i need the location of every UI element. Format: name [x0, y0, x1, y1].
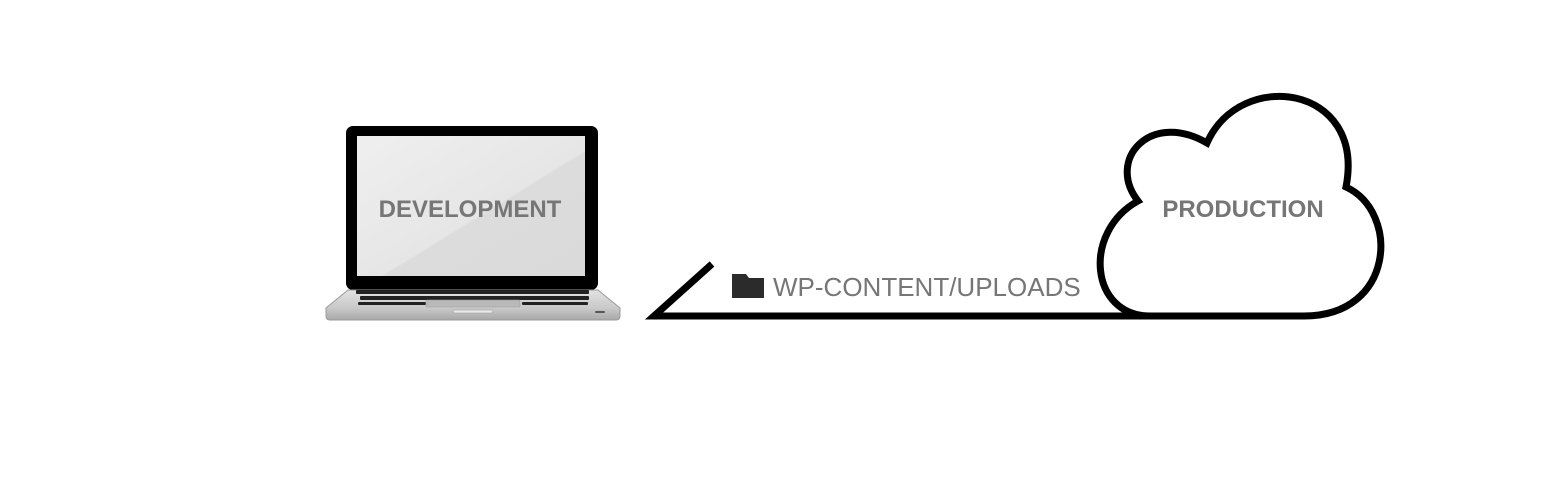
cloud-icon — [1096, 93, 1385, 320]
laptop-screen — [357, 136, 585, 276]
laptop-trackpad — [425, 299, 521, 308]
connector-line — [644, 261, 1150, 320]
laptop-keyboard — [356, 290, 589, 305]
connector-label: WP-CONTENT/UPLOADS — [773, 272, 1081, 302]
laptop-notch — [452, 309, 494, 314]
production-label: PRODUCTION — [1162, 196, 1323, 223]
development-label: DEVELOPMENT — [379, 196, 562, 223]
laptop-icon — [325, 126, 621, 321]
folder-icon — [732, 274, 764, 298]
